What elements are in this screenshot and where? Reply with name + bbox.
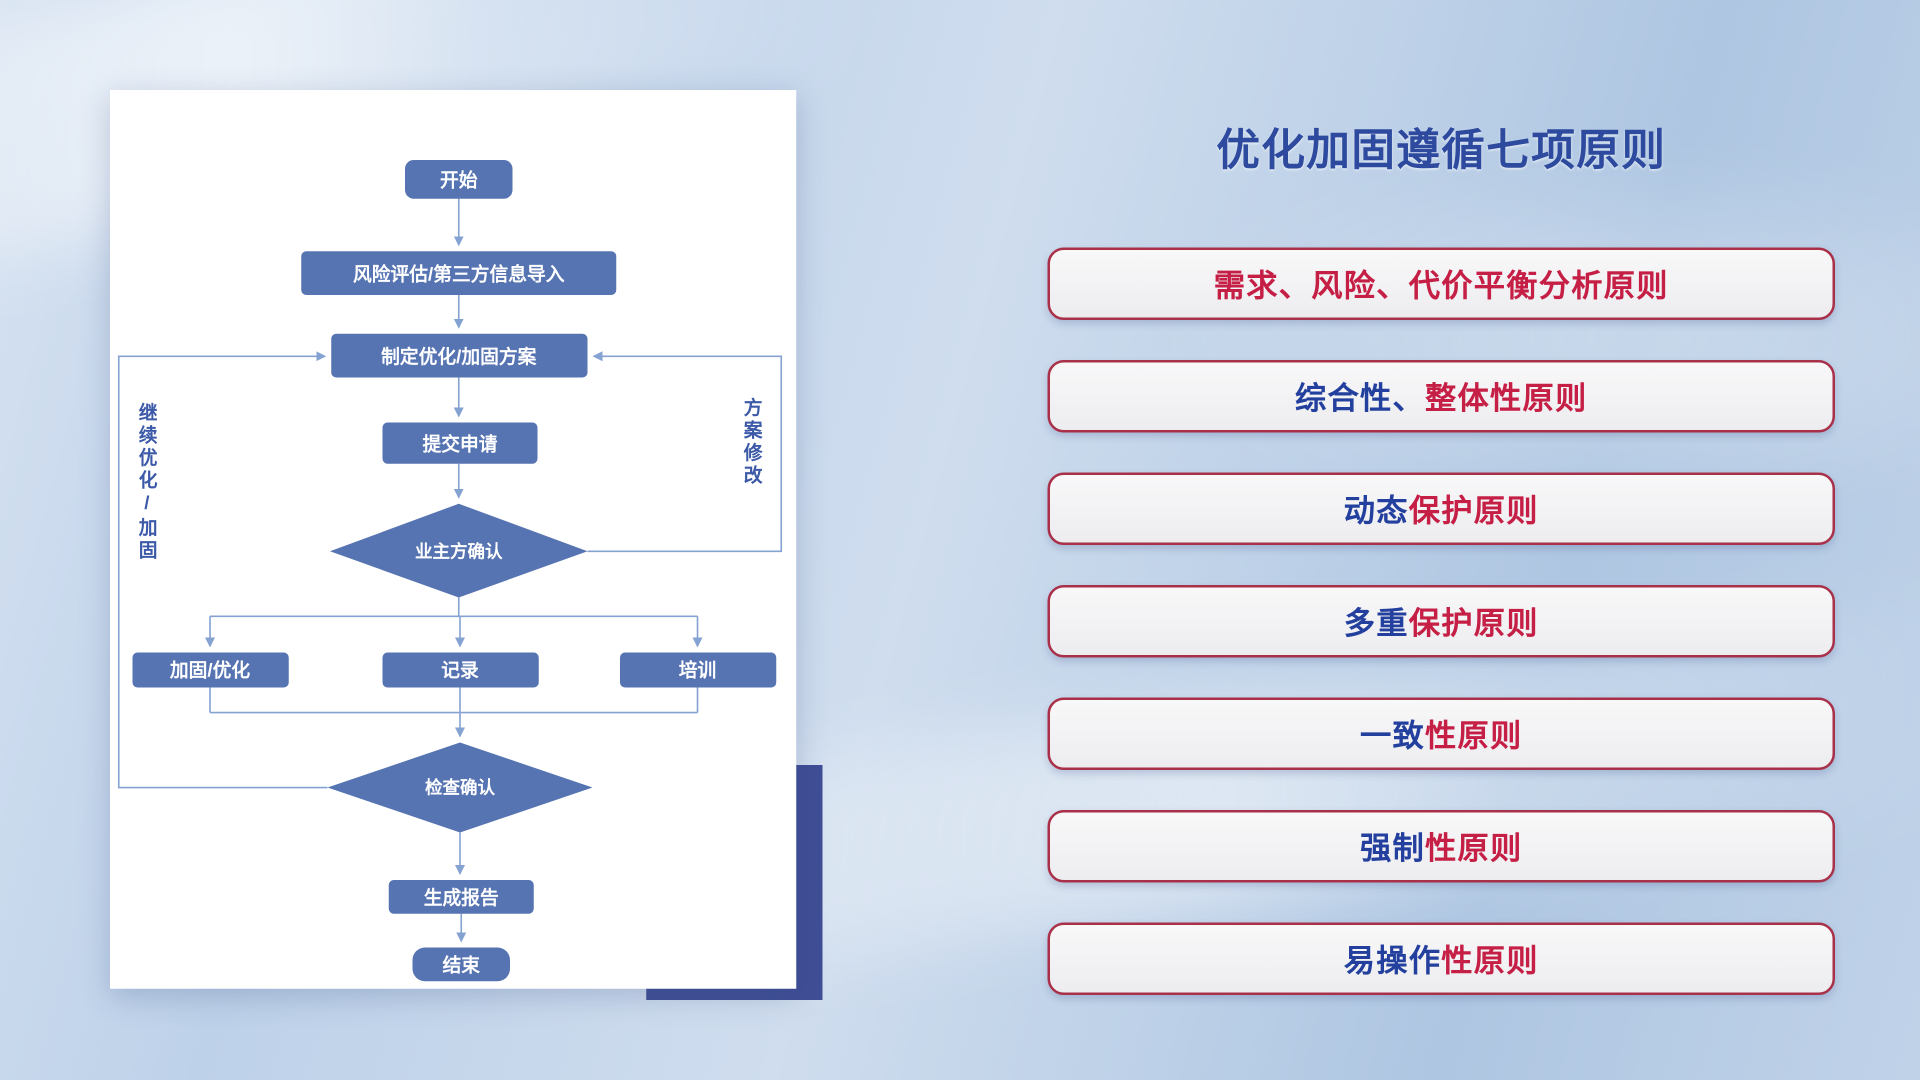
- flow-node-check-confirm: 检查确认: [327, 742, 593, 833]
- principle-pill: 强制性原则: [1047, 810, 1835, 883]
- flow-node-owner-confirm: 业主方确认: [330, 503, 588, 598]
- flow-node-training: 培训: [620, 652, 777, 688]
- loop-label-continue-optimization: 继续优化/加固: [136, 402, 158, 563]
- flow-node-record: 记录: [382, 652, 539, 688]
- flow-node-end: 结束: [412, 947, 510, 982]
- principle-text-blue: 多重: [1343, 606, 1409, 642]
- flow-node-submit: 提交申请: [382, 422, 538, 464]
- flow-node-training-label: 培训: [679, 659, 717, 681]
- flow-node-submit-label: 提交申请: [423, 432, 498, 454]
- flow-node-reinforce: 加固/优化: [132, 652, 289, 688]
- flow-node-start-label: 开始: [440, 169, 478, 191]
- flowchart-card: 开始 风险评估/第三方信息导入 制定优化/加固方案 提交申请 业主方确认 加固/: [110, 90, 797, 989]
- principle-text-red: 需求、风险、代价平衡分析原则: [1213, 268, 1669, 304]
- principle-text-blue: 强制: [1359, 831, 1425, 867]
- principles-list: 需求、风险、代价平衡分析原则 综合性、整体性原则 动态保护原则 多重保护原则 一…: [1047, 247, 1835, 995]
- flow-node-end-label: 结束: [443, 954, 481, 976]
- principle-pill: 易操作性原则: [1047, 922, 1835, 995]
- principles-panel: 优化加固遵循七项原则 需求、风险、代价平衡分析原则 综合性、整体性原则 动态保护…: [1047, 115, 1835, 995]
- flow-node-plan-label: 制定优化/加固方案: [381, 345, 536, 367]
- flow-node-plan: 制定优化/加固方案: [331, 333, 588, 378]
- principle-text-blue: 综合性、: [1294, 381, 1425, 417]
- loop-label-plan-modification: 方案修改: [741, 397, 763, 488]
- flow-node-start: 开始: [405, 160, 513, 199]
- flow-node-owner-confirm-label: 业主方确认: [415, 541, 503, 561]
- flow-node-risk-label: 风险评估/第三方信息导入: [353, 262, 565, 284]
- principle-text-red: 性原则: [1425, 831, 1523, 867]
- principle-text-red: 整体性原则: [1425, 381, 1588, 417]
- principle-pill: 综合性、整体性原则: [1047, 360, 1835, 433]
- principle-text-blue: 易操作: [1343, 943, 1442, 979]
- principle-text-red: 保护原则: [1408, 493, 1539, 529]
- principle-text-blue: 动态: [1343, 493, 1409, 529]
- principle-pill: 一致性原则: [1047, 697, 1835, 770]
- principle-pill: 多重保护原则: [1047, 585, 1835, 658]
- flow-node-record-label: 记录: [441, 660, 479, 681]
- principle-text-red: 性原则: [1441, 943, 1539, 979]
- principle-text-blue: 一致: [1359, 718, 1425, 754]
- flow-node-check-confirm-label: 检查确认: [425, 778, 495, 798]
- flow-node-reinforce-label: 加固/优化: [169, 659, 250, 681]
- flow-node-report-label: 生成报告: [424, 886, 499, 908]
- principle-pill: 需求、风险、代价平衡分析原则: [1047, 247, 1835, 320]
- principles-title: 优化加固遵循七项原则: [1216, 126, 1667, 175]
- flowchart-diagram: 开始 风险评估/第三方信息导入 制定优化/加固方案 提交申请 业主方确认 加固/: [117, 160, 783, 982]
- principle-text-red: 保护原则: [1408, 606, 1539, 642]
- flow-node-risk: 风险评估/第三方信息导入: [301, 251, 617, 295]
- flow-node-report: 生成报告: [388, 880, 534, 914]
- principle-pill: 动态保护原则: [1047, 472, 1835, 545]
- principle-text-red: 性原则: [1425, 718, 1523, 754]
